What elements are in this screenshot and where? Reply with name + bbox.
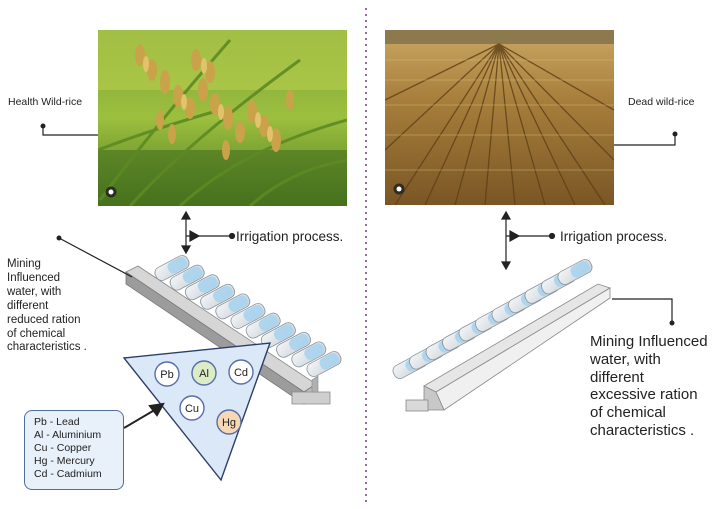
healthy-rice-leader-dot (40, 123, 46, 129)
water-tube (291, 341, 327, 368)
right-irrigation-arrow (500, 210, 556, 271)
healthy-rice-label: Health Wild-rice (8, 96, 83, 108)
element-pb-text: Pb (160, 369, 173, 381)
water-tube (276, 331, 312, 358)
legend-arrow (123, 402, 165, 429)
right-water-line: excessive ration (590, 386, 698, 404)
water-tube (557, 259, 593, 285)
right-water-line: of chemical (590, 404, 666, 422)
legend-item-pb: Pb - Lead (34, 416, 80, 428)
element-bubble-cd: Cd (228, 359, 254, 385)
left-water-leader-dot (56, 235, 62, 241)
right-water-line: water, with (590, 350, 661, 368)
dead-rice-leader-dot (672, 131, 678, 137)
left-water-line: reduced ration (7, 313, 81, 326)
left-water-line: characteristics . (7, 341, 87, 354)
legend-item-hg: Hg - Mercury (34, 455, 95, 467)
element-legend: Pb - Lead Al - Aluminium Cu - Copper Hg … (24, 410, 124, 490)
left-water-line: Mining (7, 258, 41, 270)
element-hg-text: Hg (222, 417, 236, 429)
element-bubble-hg: Hg (216, 409, 242, 435)
element-bubble-pb: Pb (154, 361, 180, 387)
left-water-leader (58, 237, 133, 278)
right-water-line: Mining Influenced (590, 333, 708, 350)
left-irrigation-arrow (180, 210, 236, 255)
right-water-leader (612, 298, 673, 323)
right-water-label: Mining Influenced water, with different … (590, 333, 708, 440)
right-irrigation-label: Irrigation process. (560, 229, 668, 244)
right-water-trough (405, 283, 611, 412)
right-water-line: characteristics . (590, 421, 695, 439)
left-water-line: of chemical (7, 327, 66, 340)
element-bubble-cu: Cu (179, 395, 205, 421)
left-water-label: Mining Influenced water, with different … (7, 258, 87, 355)
water-tube (306, 351, 342, 377)
element-cu-text: Cu (185, 403, 199, 415)
right-water-tubes (392, 259, 593, 379)
healthy-rice-leader (42, 126, 98, 136)
left-irrigation-label: Irrigation process. (236, 229, 344, 244)
dead-rice-leader (614, 134, 676, 146)
water-tube (184, 274, 220, 301)
water-tube (169, 264, 205, 291)
legend-item-cd: Cd - Cadmium (34, 468, 102, 480)
element-bubble-al: Al (191, 360, 217, 386)
left-water-line: water, with (7, 285, 62, 298)
left-water-tubes (154, 255, 342, 377)
right-water-line: different (590, 368, 644, 386)
healthy-rice-photo (98, 30, 347, 206)
dead-rice-label: Dead wild-rice (628, 96, 695, 108)
water-tube (245, 312, 281, 339)
legend-item-cu: Cu - Copper (34, 442, 92, 454)
element-al-text: Al (199, 368, 209, 380)
legend-item-al: Al - Aluminium (34, 429, 102, 441)
water-tube (260, 322, 296, 349)
element-cd-text: Cd (234, 367, 248, 379)
water-tube (215, 293, 251, 320)
right-water-leader-dot (669, 320, 675, 326)
water-tube (230, 303, 266, 329)
left-water-line: different (7, 299, 49, 312)
water-tube (154, 255, 190, 281)
dead-rice-photo (385, 30, 614, 205)
water-tube (200, 283, 236, 310)
left-water-line: Influenced (7, 271, 61, 284)
